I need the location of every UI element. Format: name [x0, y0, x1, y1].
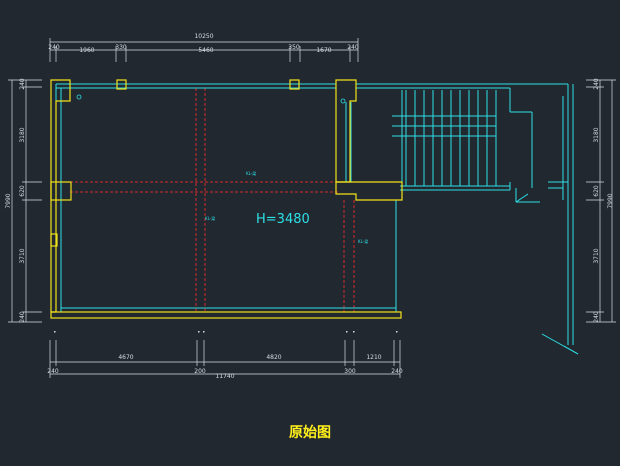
beam-lines — [70, 88, 355, 312]
left-dim-3: 620 — [19, 185, 26, 197]
top-dim-5: 350 — [288, 44, 300, 51]
right-dimension-chain — [586, 79, 616, 323]
drop-markers — [515, 188, 564, 203]
beam-tag-horizontal: KL-梁 — [246, 170, 256, 176]
column-marks — [76, 94, 346, 104]
right-dim-2: 3180 — [593, 127, 600, 142]
top-dim-2: 1960 — [79, 47, 94, 54]
top-dim-1: 240 — [48, 44, 60, 51]
stair-treads — [392, 90, 497, 186]
top-dim-6: 1670 — [316, 47, 331, 54]
drawing-title: 原始图 — [289, 424, 331, 441]
right-dim-5: 240 — [593, 311, 600, 323]
height-label: H=3480 — [256, 212, 310, 227]
bottom-dim-1: 4670 — [118, 354, 133, 361]
bottom-lower-dim-2: 200 — [194, 368, 206, 375]
right-dim-3: 620 — [593, 185, 600, 197]
left-dim-1: 240 — [19, 78, 26, 90]
bottom-lower-dim-3: 300 — [344, 368, 356, 375]
right-dim-1: 240 — [593, 78, 600, 90]
bottom-dim-2: 4820 — [266, 354, 281, 361]
bottom-lower-dim-1: 240 — [47, 368, 59, 375]
right-dim-4: 3710 — [593, 248, 600, 263]
left-dim-2: 3180 — [19, 127, 26, 142]
bottom-tick-marks — [54, 331, 398, 333]
right-total-dim: 7990 — [607, 193, 614, 208]
left-total-dim: 7990 — [5, 193, 12, 208]
left-dim-5: 240 — [19, 311, 26, 323]
top-dimension-chain — [49, 38, 359, 62]
bottom-dimension-chain — [49, 340, 401, 378]
bottom-lower-dim-4: 240 — [391, 368, 403, 375]
bottom-total-dim: 11740 — [215, 373, 234, 380]
bottom-dim-3: 1210 — [366, 354, 381, 361]
beam-tag-vertical: KL-梁 — [205, 215, 215, 221]
columns — [50, 79, 403, 319]
top-total-dim: 10250 — [194, 33, 213, 40]
top-dim-7: 240 — [347, 44, 359, 51]
left-dim-4: 3710 — [19, 248, 26, 263]
top-dim-3: 330 — [115, 44, 127, 51]
beam-tag-right: KL-梁 — [358, 238, 368, 244]
left-dimension-chain — [8, 79, 42, 323]
walls — [55, 83, 579, 355]
top-dim-4: 5460 — [198, 47, 213, 54]
